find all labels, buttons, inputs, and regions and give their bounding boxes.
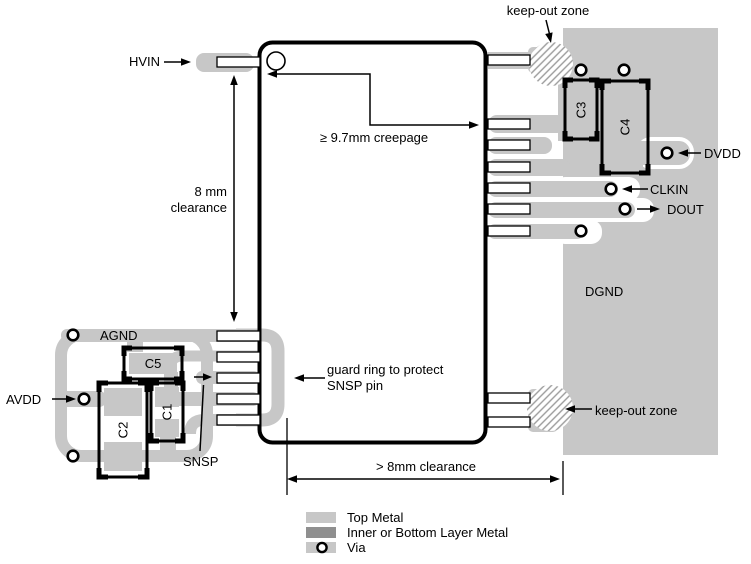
clearance-bottom-label: > 8mm clearance [376,459,476,474]
vias [66,63,674,463]
legend-top-metal-label: Top Metal [347,510,403,525]
pin [487,225,531,237]
pin-snsp [216,372,261,384]
hvin-label: HVIN [129,54,160,69]
dgnd-label: DGND [585,284,623,299]
via-dout [618,202,632,216]
via-clkin [604,182,618,196]
dvdd-label: DVDD [704,146,741,161]
pin [487,392,531,404]
pin [487,416,531,428]
ic-pins [216,54,531,428]
capacitor-c5: C5 [121,345,185,382]
pin [216,393,261,405]
pin [216,351,261,363]
via [574,63,588,77]
avdd-label: AVDD [6,392,41,407]
labels: HVIN keep-out zone ≥ 9.7mm creepage 8 mm… [6,3,741,474]
pin [487,54,531,66]
clearance-left-label-1: 8 mm [195,184,228,199]
pin-hvin [216,56,261,68]
via-dvdd [660,146,674,160]
legend: Top Metal Inner or Bottom Layer Metal Vi… [306,510,508,555]
guard-ring-label-2: SNSP pin [327,378,383,393]
legend-swatch-inner-metal [306,527,336,538]
legend-via-label: Via [347,540,366,555]
via [66,449,80,463]
legend-inner-metal-label: Inner or Bottom Layer Metal [347,525,508,540]
via [617,63,631,77]
agnd-trace [61,329,260,342]
snsp-label: SNSP [183,454,218,469]
pin-clkin [487,182,531,194]
trace [184,414,260,435]
guard-ring-inner [236,328,285,427]
capacitor-c3: C3 [562,77,600,142]
creepage-label: ≥ 9.7mm creepage [320,130,428,145]
legend-via-icon [316,541,328,554]
pin1-indicator [266,51,286,71]
c3-label: C3 [574,102,589,119]
via [574,224,588,238]
pin-dout [487,203,531,215]
capacitor-c2: C2 [96,380,150,480]
pin [487,161,531,173]
keepout-zone-top [529,42,573,86]
c4-label: C4 [618,119,633,136]
capacitor-c1: C1 [148,380,186,444]
c5-label: C5 [145,356,162,371]
guard-ring-label-1: guard ring to protect [327,362,444,377]
c1-label: C1 [160,404,175,421]
pin [216,414,261,426]
annotation-arrows [52,19,701,495]
keepout-bottom-label: keep-out zone [595,403,677,418]
ic-outline [257,40,488,445]
clkin-label: CLKIN [650,182,688,197]
via-agnd [66,328,80,342]
pin [487,118,531,130]
via-avdd [77,392,91,406]
pin [487,139,531,151]
dout-label: DOUT [667,202,704,217]
ic-body [259,42,486,443]
agnd-label: AGND [100,328,138,343]
clearance-left-label-2: clearance [171,200,227,215]
keepout-top-label: keep-out zone [507,3,589,18]
capacitor-c4: C4 [599,78,651,176]
c2-label: C2 [116,422,131,439]
keepout-zone-bottom [527,385,573,431]
legend-swatch-top-metal [306,512,336,523]
pin [216,330,261,342]
